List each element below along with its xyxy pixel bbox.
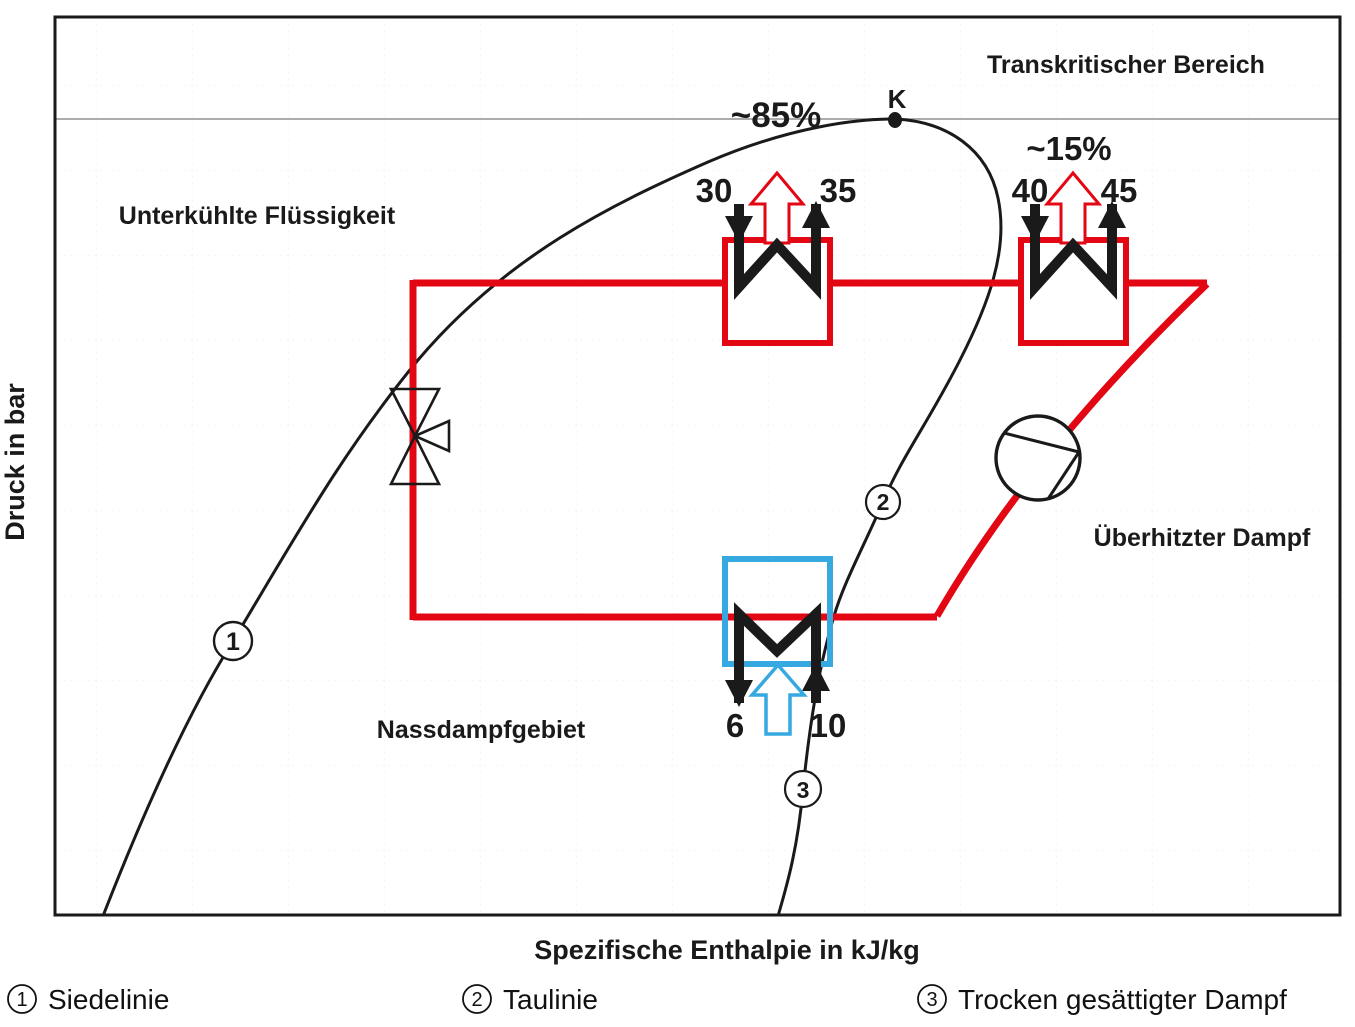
gas-cooler-1-inlet-temp: 30: [696, 172, 733, 209]
legend-label-3: Trocken gesättigter Dampf: [958, 984, 1287, 1015]
legend-item-dry-saturated-steam: 3 Trocken gesättigter Dampf: [917, 984, 1287, 1015]
region-wet-steam-label: Nassdampfgebiet: [377, 716, 586, 744]
inlet-up-arrow-icon: [802, 664, 830, 691]
evaporator-inlet-temp: 10: [810, 707, 847, 744]
plot-border: [53, 15, 1342, 917]
boiling-line-curve: [101, 117, 895, 917]
region-superheated-label: Überhitzter Dampf: [1094, 523, 1311, 552]
expansion-valve-icon: [388, 387, 451, 486]
gas-cooler-2-inlet-temp: 40: [1012, 172, 1049, 209]
plot-grid: [56, 18, 1339, 914]
inlet-down-arrow-icon: [725, 216, 753, 243]
evaporator: 6 10: [722, 556, 847, 744]
legend-item-boiling-line: 1 Siedelinie: [7, 984, 169, 1015]
curve-marker-3: 3: [783, 769, 823, 809]
region-transcritical-label: Transkritischer Bereich: [987, 51, 1265, 79]
region-subcooled-label: Unterkühlte Flüssigkeit: [119, 202, 396, 230]
legend-label-2: Taulinie: [503, 984, 598, 1015]
legend-item-dew-line: 2 Taulinie: [462, 984, 598, 1015]
gas-cooler-2-outlet-temp: 45: [1101, 172, 1138, 209]
heat-share-high-label: ~85%: [731, 96, 822, 135]
legend-label-1: Siedelinie: [48, 984, 169, 1015]
critical-point-label: K: [888, 84, 907, 114]
heat-exchanger-coil-icon: [734, 602, 821, 703]
curve-marker-2-num: 2: [877, 489, 890, 515]
heat-input-arrow-icon: [748, 662, 808, 736]
legend-circle-3-icon: [917, 984, 947, 1014]
legend-num-2: 2: [471, 989, 482, 1011]
outlet-up-arrow-icon: [1098, 201, 1126, 228]
y-axis-label: Druck in bar: [0, 383, 30, 541]
legend-circle-1-icon: [7, 984, 37, 1014]
legend-circle-2-icon: [462, 984, 492, 1014]
x-axis-label: Spezifische Enthalpie in kJ/kg: [534, 935, 920, 965]
heat-exchanger-coil-icon: [1030, 204, 1117, 300]
gas-cooler-1-outlet-temp: 35: [820, 172, 857, 209]
heat-exchanger-coil-icon: [734, 204, 821, 300]
curve-marker-1-num: 1: [226, 628, 240, 656]
heat-share-low-label: ~15%: [1026, 130, 1111, 167]
outlet-down-arrow-icon: [725, 680, 753, 707]
gas-cooler-1: 30 35: [696, 170, 857, 346]
legend-num-1: 1: [16, 989, 27, 1011]
legend-num-3: 3: [926, 989, 937, 1011]
compressor-icon: [994, 414, 1082, 502]
outlet-up-arrow-icon: [802, 201, 830, 228]
inlet-down-arrow-icon: [1021, 216, 1049, 243]
legend: 1 Siedelinie 2 Taulinie 3 Trocken gesätt…: [7, 984, 1287, 1015]
critical-point-dot: [888, 112, 902, 128]
curve-marker-2: 2: [864, 483, 902, 521]
evaporator-outlet-temp: 6: [726, 707, 744, 744]
curve-marker-1: 1: [212, 620, 254, 662]
curve-marker-3-num: 3: [797, 777, 810, 803]
gas-cooler-2: 40 45: [1012, 170, 1138, 346]
